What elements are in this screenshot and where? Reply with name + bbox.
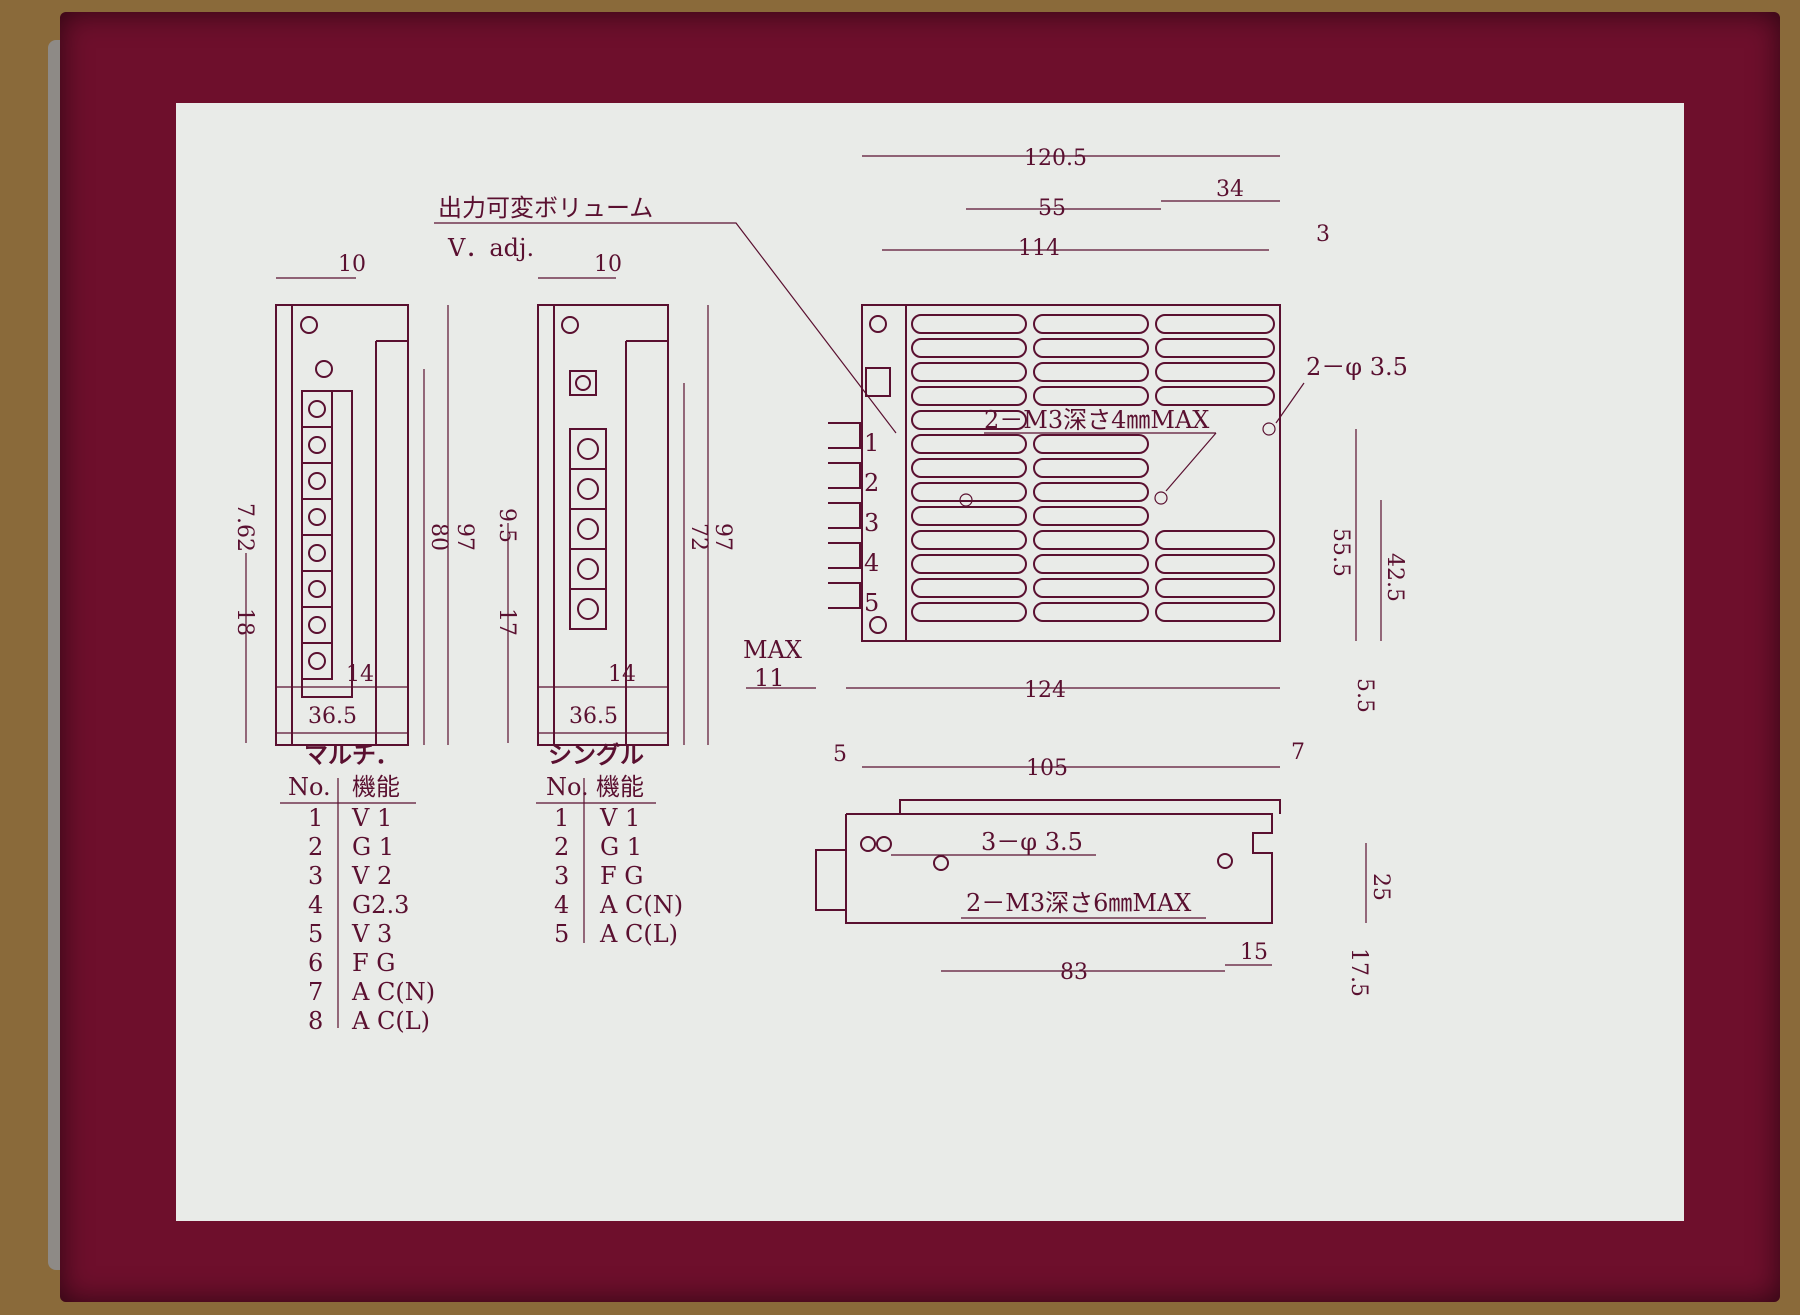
single-row-5-fn: A C(L)	[599, 920, 678, 948]
max-label: MAX	[743, 636, 802, 664]
bottom-dim-5: 5	[833, 742, 847, 767]
phi-label: 2－φ 3.5	[1306, 353, 1408, 381]
single-top-dim: 10	[594, 252, 622, 277]
single-h97: 97	[710, 523, 735, 551]
dimension-drawing: 出力可変ボリューム V．adj. 10 97 80 7.62 18	[232, 146, 1408, 1035]
single-row-4-no: 4	[554, 891, 569, 919]
terminal-4: 4	[864, 549, 879, 577]
multi-function-table: マルチ． No. 機能 1 V 1 2 G 1 3 V 2 4 G2.3 5 V…	[280, 740, 435, 1035]
multi-pitch: 7.62	[232, 503, 257, 552]
multi-col-fn: 機能	[352, 773, 400, 801]
single-col-fn: 機能	[596, 773, 644, 801]
bottom-dim-7: 7	[1291, 740, 1305, 765]
multi-table-title: マルチ．	[304, 740, 399, 769]
terminal-3: 3	[864, 509, 879, 537]
multi-row-8-fn: A C(L)	[351, 1007, 430, 1035]
single-row-2-no: 2	[554, 833, 569, 861]
dim-55: 55	[1038, 196, 1066, 221]
bottom-m3: 2－M3深さ6㎜MAX	[966, 889, 1191, 917]
single-row-4-fn: A C(N)	[599, 891, 683, 919]
multi-p18: 18	[232, 608, 257, 636]
multi-row-1-no: 1	[308, 804, 323, 832]
dim-42-5: 42.5	[1382, 553, 1407, 602]
multi-row-2-fn: G 1	[352, 833, 394, 861]
multi-row-2-no: 2	[308, 833, 323, 861]
multi-row-6-no: 6	[308, 949, 323, 977]
front-view: 1 2 3 4 5 120.5 55 34 114 3 2－φ 3.5 2－M3…	[743, 146, 1408, 713]
terminal-5: 5	[864, 589, 879, 617]
single-row-1-no: 1	[554, 804, 569, 832]
single-col-no: No.	[546, 773, 589, 801]
multi-w14: 14	[346, 662, 374, 687]
bottom-dim-15: 15	[1240, 940, 1268, 965]
bottom-dim-83: 83	[1060, 960, 1088, 985]
single-row-2-fn: G 1	[600, 833, 642, 861]
dim-11: 11	[754, 664, 785, 692]
multi-col-no: No.	[288, 773, 331, 801]
bottom-view: 5 105 7 3－φ 3.5 2－M3深さ6㎜MAX 25 83 15 17.…	[815, 740, 1393, 997]
multi-h80: 80	[426, 523, 451, 551]
multi-row-4-fn: G2.3	[352, 891, 409, 919]
single-w14: 14	[608, 662, 636, 687]
bottom-dim-25: 25	[1368, 873, 1393, 901]
single-p95: 9.5	[494, 508, 519, 543]
multi-row-3-no: 3	[308, 862, 323, 890]
multi-row-6-fn: F G	[352, 949, 395, 977]
terminal-2: 2	[864, 469, 879, 497]
dim-55-5: 55.5	[1328, 528, 1353, 577]
single-row-5-no: 5	[554, 920, 569, 948]
bottom-dim-105: 105	[1026, 756, 1068, 781]
dim-114: 114	[1018, 236, 1060, 261]
multi-row-7-fn: A C(N)	[351, 978, 435, 1006]
single-row-3-fn: F G	[600, 862, 643, 890]
single-row-1-fn: V 1	[599, 804, 640, 832]
terminal-1: 1	[864, 429, 879, 457]
multi-row-5-fn: V 3	[351, 920, 392, 948]
single-side-view: 10 97 72 9.5 17 14 36.5	[494, 252, 735, 746]
bottom-dim-17-5: 17.5	[1346, 948, 1371, 997]
single-table-title: シングル	[548, 740, 644, 769]
single-w365: 36.5	[569, 704, 618, 729]
multi-w365: 36.5	[308, 704, 357, 729]
multi-row-8-no: 8	[308, 1007, 323, 1035]
multi-side-view: 10 97 80 7.62 18 14 36.5	[232, 252, 477, 746]
multi-top-dim: 10	[338, 252, 366, 277]
callout-en: V．adj.	[447, 234, 534, 262]
dim-124: 124	[1024, 678, 1066, 703]
multi-row-7-no: 7	[308, 978, 323, 1006]
single-p17: 17	[494, 608, 519, 636]
m3-label: 2－M3深さ4㎜MAX	[984, 406, 1209, 434]
callout-jp: 出力可変ボリューム	[438, 194, 653, 222]
dim-120-5: 120.5	[1024, 146, 1087, 171]
dim-34: 34	[1216, 177, 1244, 202]
dim-3: 3	[1316, 222, 1330, 247]
drawing-label: 出力可変ボリューム V．adj. 10 97 80 7.62 18	[176, 103, 1684, 1221]
single-h72: 72	[686, 523, 711, 551]
multi-row-3-fn: V 2	[351, 862, 392, 890]
multi-row-5-no: 5	[308, 920, 323, 948]
vadj-callout: 出力可変ボリューム V．adj.	[434, 194, 897, 434]
single-row-3-no: 3	[554, 862, 569, 890]
dim-5-5: 5.5	[1352, 678, 1377, 713]
bottom-phi: 3－φ 3.5	[981, 828, 1083, 856]
multi-h97: 97	[452, 523, 477, 551]
multi-row-1-fn: V 1	[351, 804, 392, 832]
multi-row-4-no: 4	[308, 891, 323, 919]
single-function-table: シングル No. 機能 1 V 1 2 G 1 3 F G 4 A C(N) 5…	[536, 740, 683, 948]
